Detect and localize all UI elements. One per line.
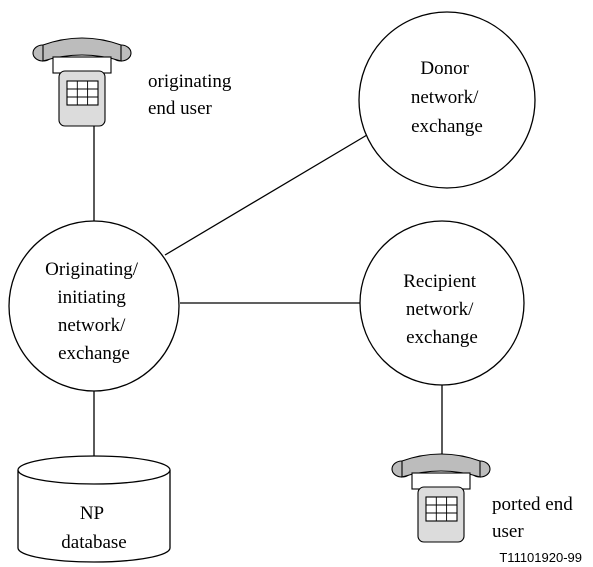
donor-network-label: Donor network/ exchange — [411, 58, 483, 137]
donor-network-node: Donor network/ exchange — [358, 11, 536, 189]
originating-end-user-label: originating end user — [148, 71, 236, 119]
recipient-network-node: Recipient network/ exchange — [359, 220, 525, 386]
link-originating-to-donor — [164, 134, 368, 256]
telephone-icon — [32, 37, 132, 127]
np-database-label: NP database — [61, 503, 126, 553]
telephone-icon — [391, 453, 491, 543]
figure-reference: T11101920-99 — [499, 550, 582, 565]
originating-network-node: Originating/ initiating network/ exchang… — [8, 220, 180, 392]
originating-network-label: Originating/ initiating network/ exchang… — [45, 259, 143, 364]
ported-end-user-label: ported end user — [492, 494, 577, 542]
connections — [93, 125, 443, 456]
database-cylinder-icon: NP database — [17, 455, 171, 563]
recipient-network-label: Recipient network/ exchange — [403, 271, 481, 348]
